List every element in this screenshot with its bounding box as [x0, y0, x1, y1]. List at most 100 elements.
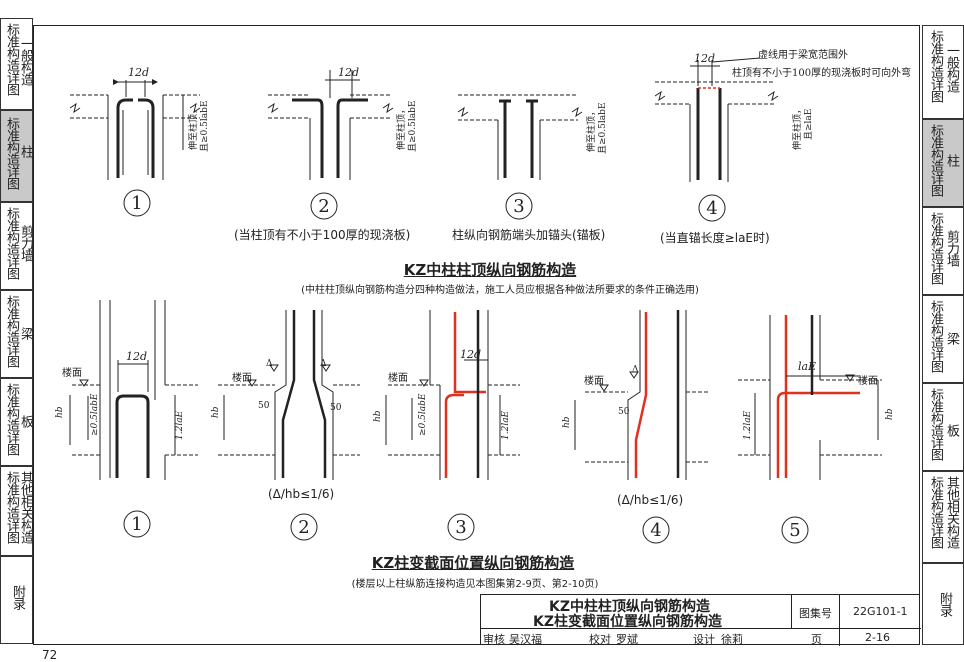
- caption-bottom-2: (Δ/hb≤1/6): [268, 487, 335, 501]
- top-num-1: 1: [131, 193, 142, 214]
- tab-label: 标准构造详图: [4, 295, 19, 367]
- reviewer-name: 吴汉福: [509, 633, 542, 646]
- caption-top-3: 柱纵向钢筋端头加锚头(锚板): [452, 228, 606, 242]
- tab-label: 标准构造详图: [928, 476, 943, 548]
- design-label: 设计: [693, 633, 715, 646]
- tab-side-label: 板: [944, 424, 959, 436]
- tab-side-label: 板: [18, 415, 33, 427]
- left-tab-general[interactable]: 标准构造详图 一般构造: [0, 18, 33, 110]
- dim-50-right: 50: [330, 403, 342, 413]
- atlas-number: 22G101-1: [853, 605, 908, 618]
- tab-label: 附录: [937, 592, 952, 616]
- page-number-cell: 2-16: [865, 631, 890, 644]
- tab-side-label: 梁: [944, 332, 959, 344]
- dim-05-3: ≥0.5labE: [418, 393, 428, 436]
- bottom-num-2: 2: [298, 517, 309, 538]
- tab-label: 附录: [10, 585, 25, 609]
- drawing-frame: [33, 25, 920, 645]
- vnote-4b: 且≥laE: [803, 109, 814, 140]
- vnote-1b: 且≥0.5labE: [199, 101, 210, 152]
- top-num-3: 3: [513, 196, 524, 217]
- title-block: KZ中柱柱顶纵向钢筋构造 KZ柱变截面位置纵向钢筋构造 图集号 22G101-1…: [480, 594, 921, 646]
- left-tab-column[interactable]: 标准构造详图 柱: [0, 110, 33, 202]
- left-tab-beam[interactable]: 标准构造详图 梁: [0, 290, 33, 378]
- left-tab-other[interactable]: 标准构造详图 其他相关构造: [0, 466, 33, 556]
- right-tab-column[interactable]: 标准构造详图 柱: [922, 119, 964, 207]
- top-diagram-4: [654, 57, 779, 222]
- tab-label: 标准构造详图: [4, 23, 19, 95]
- title-line-2: KZ柱变截面位置纵向钢筋构造: [533, 614, 722, 630]
- top-dim-12d-2: 12d: [338, 66, 359, 79]
- tab-label: 标准构造详图: [4, 117, 19, 189]
- caption-top-2: (当柱顶有不小于100厚的现浇板): [234, 228, 411, 242]
- check-label: 校对: [589, 633, 611, 646]
- tab-side-label: 其他相关构造: [944, 476, 959, 548]
- vnote-3a: 伸至柱顶，: [585, 107, 597, 152]
- right-tab-beam[interactable]: 标准构造详图 梁: [922, 295, 964, 383]
- right-tab-shearwall[interactable]: 标准构造详图 剪力墙: [922, 207, 964, 295]
- tab-label: 标准构造详图: [928, 30, 943, 102]
- bottom-num-1: 1: [131, 514, 142, 535]
- tab-side-label: 柱: [944, 154, 959, 166]
- bottom-dim-12d-1: 12d: [126, 350, 147, 363]
- bottom-diagram-4: [574, 310, 710, 544]
- bottom-diagram-5: [738, 315, 882, 544]
- floor-label-3: 楼面: [388, 371, 408, 384]
- vnote-1a: 伸至柱顶，: [187, 105, 199, 150]
- right-tab-appendix[interactable]: 附录: [922, 563, 964, 645]
- right-tab-other[interactable]: 标准构造详图 其他相关构造: [922, 471, 964, 563]
- bottom-num-5: 5: [789, 520, 800, 541]
- dim-delta-2: Δ: [320, 359, 327, 369]
- dim-hb-1: hb: [55, 406, 65, 418]
- floor-label-2: 楼面: [232, 371, 252, 384]
- bottom-section-title: KZ柱变截面位置纵向钢筋构造: [371, 554, 575, 572]
- right-tab-general[interactable]: 标准构造详图 一般构造: [922, 25, 964, 119]
- tab-side-label: 其他相关构造: [18, 471, 33, 543]
- right-tab-slab[interactable]: 标准构造详图 板: [922, 383, 964, 471]
- bottom-diagram-2: [218, 310, 360, 541]
- bottom-diagram-3: [385, 310, 520, 541]
- review-label: 审核: [483, 633, 505, 646]
- tab-label: 标准构造详图: [928, 300, 943, 372]
- bottom-num-4: 4: [650, 520, 661, 541]
- bottom-section-subtitle: (楼层以上柱纵筋连接构造见本图集第2-9页、第2-10页): [351, 579, 599, 590]
- page-label: 页: [811, 633, 822, 646]
- top-diagram-1: [69, 79, 201, 217]
- tab-label: 标准构造详图: [4, 207, 19, 279]
- dim-hb-5: hb: [885, 408, 895, 420]
- dim-05-1: ≥0.5labE: [90, 393, 100, 436]
- designer-name: 徐莉: [721, 633, 743, 646]
- left-tab-appendix[interactable]: 附录: [0, 556, 33, 644]
- top-diagram-3: [457, 94, 583, 220]
- dim-delta-1: Δ: [266, 359, 273, 369]
- floor-label-5: 楼面: [858, 374, 878, 387]
- tab-label: 标准构造详图: [4, 471, 19, 543]
- dim-12-5: 1.2laE: [743, 410, 753, 440]
- caption-bottom-4: (Δ/hb≤1/6): [617, 493, 684, 507]
- vnote-3b: 且≥0.5labE: [597, 103, 608, 154]
- caption-top-4: (当直锚长度≥laE时): [660, 231, 770, 245]
- tab-side-label: 剪力墙: [944, 230, 959, 266]
- top-num-4: 4: [706, 198, 717, 219]
- dim-50-b4: 50: [618, 407, 630, 417]
- top-diagram-2: [267, 70, 394, 220]
- checker-name: 罗斌: [616, 633, 638, 646]
- tab-side-label: 一般构造: [944, 44, 959, 92]
- note-outward: 柱顶有不小于100厚的现浇板时可向外弯: [732, 66, 911, 79]
- left-tab-slab[interactable]: 标准构造详图 板: [0, 378, 33, 466]
- tab-label: 标准构造详图: [928, 212, 943, 284]
- bottom-diagram-1: [69, 300, 198, 538]
- bottom-num-3: 3: [455, 517, 466, 538]
- page-number: 72: [42, 648, 58, 662]
- vnote-2a: 伸至柱顶，: [395, 105, 407, 150]
- top-dim-12d-4: 12d: [694, 52, 715, 65]
- left-tab-shearwall[interactable]: 标准构造详图 剪力墙: [0, 202, 33, 290]
- vnote-4a: 伸至柱顶，: [791, 105, 803, 150]
- title-line-1: KZ中柱柱顶纵向钢筋构造: [549, 599, 710, 615]
- dim-50-left: 50: [258, 401, 270, 411]
- top-section-title: KZ中柱柱顶纵向钢筋构造: [403, 261, 577, 279]
- tab-label: 标准构造详图: [928, 388, 943, 460]
- atlas-label: 图集号: [799, 607, 832, 620]
- vnote-2b: 且≥0.5labE: [407, 101, 418, 152]
